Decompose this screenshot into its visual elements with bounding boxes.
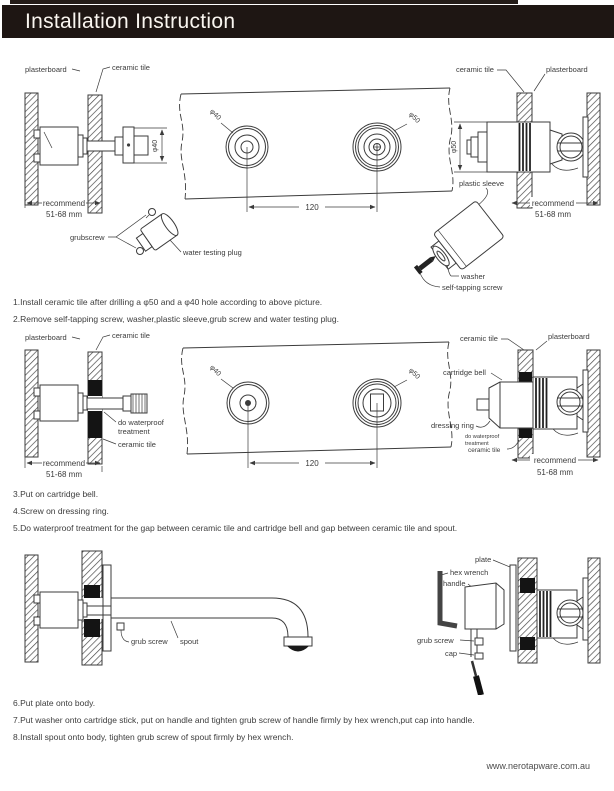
label-plasterboard: plasterboard (25, 333, 67, 342)
label-cap: cap (445, 649, 457, 658)
handle-grub-screw (474, 637, 484, 646)
step-3: 3.Put on cartridge bell. (13, 489, 99, 499)
header-bar: Installation Instruction (2, 5, 614, 38)
diagram-left-rough-in: plasterboard ceramic tile φ40 (24, 63, 242, 257)
diagram-right-cartridge-bell: ceramic tile plasterboard cartridge bell… (431, 332, 601, 477)
cartridge-bell (488, 381, 534, 429)
label-range: 51-68 mm (537, 468, 573, 477)
panel-drill-holes: φ40 φ50 120 (179, 87, 454, 212)
plastic-sleeve (430, 201, 504, 270)
handle-cap (474, 652, 484, 660)
step-5: 5.Do waterproof treatment for the gap be… (13, 523, 458, 533)
label-phi50-hole: φ50 (407, 367, 421, 381)
label-phi50-dim: φ50 (451, 141, 458, 153)
valve-body (39, 591, 79, 629)
label-recommend: recommend (43, 459, 85, 468)
label-grub-screw: grub screw (131, 637, 168, 646)
label-plasterboard: plasterboard (25, 65, 67, 74)
valve-body (39, 126, 79, 166)
label-handle: handle (443, 579, 466, 588)
diagram-left-spout: grub screw spout (24, 550, 313, 666)
label-washer: washer (460, 272, 486, 281)
step-1: 1.Install ceramic tile after drilling a … (13, 297, 323, 307)
diagram-row-drilling: plasterboard ceramic tile φ40 (24, 63, 601, 292)
spout-grub-screw (116, 622, 125, 631)
label-cartridge-bell: cartridge bell (443, 368, 486, 377)
step-6: 6.Put plate onto body. (13, 698, 96, 708)
label-ceramic-tile: ceramic tile (112, 63, 150, 72)
label-grub-screw: grub screw (417, 636, 454, 645)
label-range: 51-68 mm (46, 470, 82, 479)
label-grubscrew: grubscrew (70, 233, 105, 242)
label-plasterboard: plasterboard (546, 65, 588, 74)
label-do-waterproof: do waterproof (465, 434, 500, 440)
page-top-edge (10, 0, 518, 4)
label-spout: spout (180, 637, 199, 646)
diagram-row-spout-handle: grub screw spout plate hex wrench handle… (24, 550, 601, 695)
label-plate: plate (475, 555, 491, 564)
label-120: 120 (305, 459, 319, 468)
label-self-tapping-screw: self-tapping screw (442, 283, 503, 292)
label-ceramic-tile: ceramic tile (460, 334, 498, 343)
spout (111, 597, 313, 652)
panel-cartridge-stick: φ40 φ50 120 (181, 341, 453, 468)
label-range: 51-68 mm (535, 210, 571, 219)
label-ceramic-tile: ceramic tile (468, 447, 501, 454)
label-treatment: treatment (465, 441, 489, 447)
ceramic-tile-wall (87, 94, 103, 214)
label-dressing-ring: dressing ring (431, 421, 474, 430)
label-plasterboard: plasterboard (548, 332, 590, 341)
label-ceramic-tile: ceramic tile (112, 331, 150, 340)
label-phi40-hole: φ40 (208, 108, 222, 122)
valve-body (39, 384, 79, 422)
label-recommend: recommend (43, 199, 85, 208)
label-ceramic-tile: ceramic tile (118, 440, 156, 449)
hex-key-shaft (470, 660, 478, 677)
label-plastic-sleeve: plastic sleeve (459, 179, 504, 188)
label-range: 51-68 mm (46, 210, 82, 219)
page-title: Installation Instruction (25, 10, 236, 33)
step-2: 2.Remove self-tapping screw, washer,plas… (13, 314, 339, 324)
label-phi50-hole: φ50 (407, 111, 421, 125)
website-url: www.nerotapware.com.au (486, 761, 590, 771)
label-water-testing-plug: water testing plug (182, 248, 242, 257)
wall-plate (102, 564, 112, 652)
label-hex-wrench: hex wrench (450, 568, 488, 577)
label-120: 120 (305, 203, 319, 212)
water-testing-plug-assembly (135, 208, 179, 255)
plasterboard-wall (24, 349, 39, 458)
plasterboard-wall (586, 349, 601, 458)
step-4: 4.Screw on dressing ring. (13, 506, 109, 516)
label-recommend: recommend (534, 456, 576, 465)
step-8: 8.Install spout onto body, tighten grub … (13, 732, 294, 742)
diagram-left-waterproof: plasterboard ceramic tile do waterproof … (24, 331, 165, 479)
diagram-right-rough-in: ceramic tile plasterboard φ50 recom (413, 65, 601, 292)
handle (464, 582, 505, 630)
wall-plate (509, 564, 517, 652)
plasterboard-wall (24, 92, 39, 206)
label-recommend: recommend (532, 199, 574, 208)
plasterboard-wall (587, 557, 601, 664)
self-tapping-screw (413, 256, 436, 275)
valve-body (486, 121, 551, 173)
hex-wrench (437, 571, 458, 629)
label-ceramic-tile: ceramic tile (456, 65, 494, 74)
valve-with-cartridge-stick (352, 378, 402, 428)
hex-key-grip (473, 675, 484, 695)
label-treatment: treatment (118, 427, 151, 436)
washer (432, 245, 450, 267)
label-do-waterproof: do waterproof (118, 418, 165, 427)
label-phi40-hole: φ40 (208, 364, 222, 378)
step-7: 7.Put washer onto cartridge stick, put o… (13, 715, 475, 725)
plasterboard-wall (24, 554, 39, 663)
plasterboard-wall (586, 92, 601, 206)
diagram-right-handle: plate hex wrench handle grub screw cap (417, 555, 601, 695)
diagram-row-cartridge: plasterboard ceramic tile do waterproof … (24, 331, 601, 479)
label-phi40-dim: φ40 (152, 140, 159, 152)
